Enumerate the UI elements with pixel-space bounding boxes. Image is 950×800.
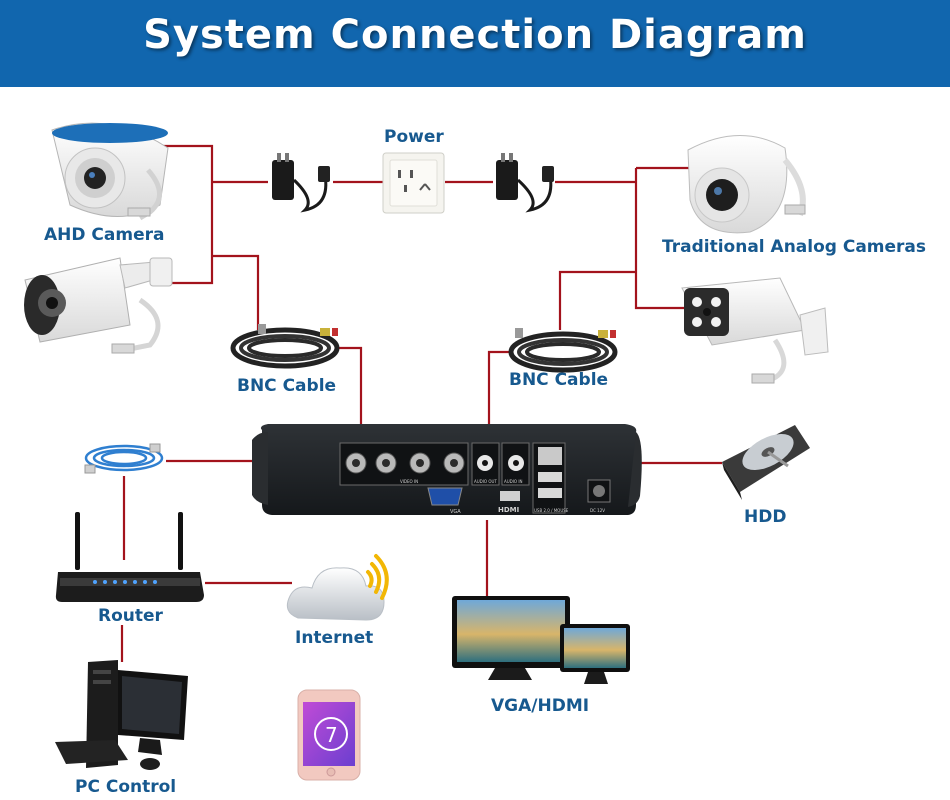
bnc-cable-left-label: BNC Cable (237, 376, 337, 396)
pc-control-label: PC Control (75, 777, 177, 797)
analog-cameras-label: Traditional Analog Cameras (662, 237, 927, 257)
bnc-cable-right-icon (508, 328, 618, 373)
dvr-usb-label: USB 2.0 / MOUSE (534, 508, 569, 513)
power-adapter-left-icon (272, 153, 330, 213)
network-cable-icon (84, 443, 164, 474)
dvr-recorder-icon (252, 424, 642, 515)
bnc-cable-right-label: BNC Cable (509, 370, 609, 390)
line-ahd-cameras (160, 144, 214, 285)
ahd-bullet-camera-icon (24, 257, 173, 354)
monitor-small-icon (560, 624, 630, 684)
hdd-icon (722, 425, 810, 500)
vga-hdmi-label: VGA/HDMI (491, 696, 590, 716)
dvr-dc-label: DC 12V (590, 508, 605, 513)
dvr-hdmi-label: HDMI (498, 506, 519, 514)
connection-lines (120, 144, 722, 662)
power-adapter-right-icon (496, 153, 554, 213)
bnc-cable-left-icon (230, 324, 340, 369)
router-label: Router (98, 606, 163, 626)
analog-dome-camera-icon (687, 135, 806, 234)
header-bar (0, 0, 950, 87)
page-title: System Connection Diagram (143, 12, 807, 58)
smartphone-icon: 7 (297, 689, 361, 781)
dvr-video-in-label: VIDEO IN (400, 479, 418, 484)
dvr-vga-label: VGA (450, 509, 461, 515)
wifi-signal-icon (366, 554, 389, 600)
power-label: Power (384, 127, 444, 147)
dvr-audio-out-label: AUDIO OUT (474, 479, 497, 484)
cloud-icon (286, 567, 385, 621)
pc-computer-icon (55, 660, 188, 770)
line-analog-cameras (634, 166, 690, 310)
ahd-dome-camera-icon (51, 122, 169, 221)
internet-label: Internet (295, 628, 374, 648)
power-socket-icon (382, 152, 445, 214)
line-bnc-right (487, 270, 636, 425)
svg-text:7: 7 (325, 723, 338, 747)
router-icon (55, 512, 204, 602)
monitor-large-icon (452, 596, 570, 680)
line-bnc-left (212, 254, 363, 425)
dvr-audio-in-label: AUDIO IN (504, 479, 523, 484)
ahd-camera-label: AHD Camera (44, 225, 165, 245)
hdd-label: HDD (744, 507, 787, 527)
analog-bullet-camera-icon (681, 277, 829, 384)
